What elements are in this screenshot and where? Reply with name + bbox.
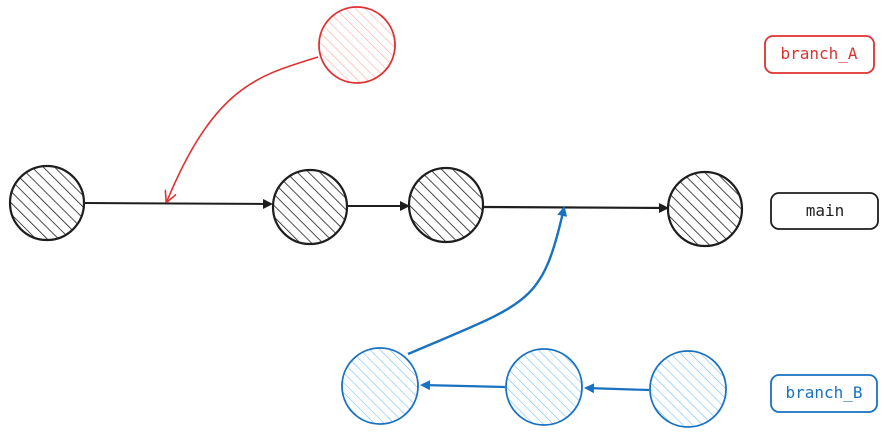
branch-b-commits <box>341 347 727 428</box>
branch-b-commit-3 <box>649 350 727 428</box>
main-label-text: main <box>806 201 845 220</box>
branch-a-label: branch_A <box>764 35 875 74</box>
main-commit-1 <box>8 164 86 242</box>
branch-a-label-text: branch_A <box>780 44 857 63</box>
main-label-box <box>770 192 879 230</box>
branch-b-edges <box>407 206 650 394</box>
branch-b-label-text: branch_B <box>785 383 862 402</box>
main-commit-2 <box>271 168 349 246</box>
branch-b-label-box <box>770 374 878 413</box>
main-commit-3 <box>407 166 485 244</box>
branch-a-label-box <box>764 35 875 74</box>
main-edges <box>84 198 669 213</box>
main-edge-1 <box>84 198 273 209</box>
branch-a-commit <box>318 6 396 84</box>
branch-a-edge <box>167 56 319 201</box>
branch-b-commit-1 <box>341 347 419 425</box>
main-edge-3 <box>482 202 669 213</box>
main-commits <box>8 164 744 248</box>
branch-b-label: branch_B <box>770 374 878 413</box>
branch-b-edge-2 <box>584 383 650 394</box>
branch-b-edge-1 <box>420 380 506 391</box>
main-commit-4 <box>666 170 744 248</box>
branch-b-commit-2 <box>505 348 583 426</box>
main-label: main <box>770 192 879 230</box>
branch-b-merge-edge <box>407 206 568 356</box>
